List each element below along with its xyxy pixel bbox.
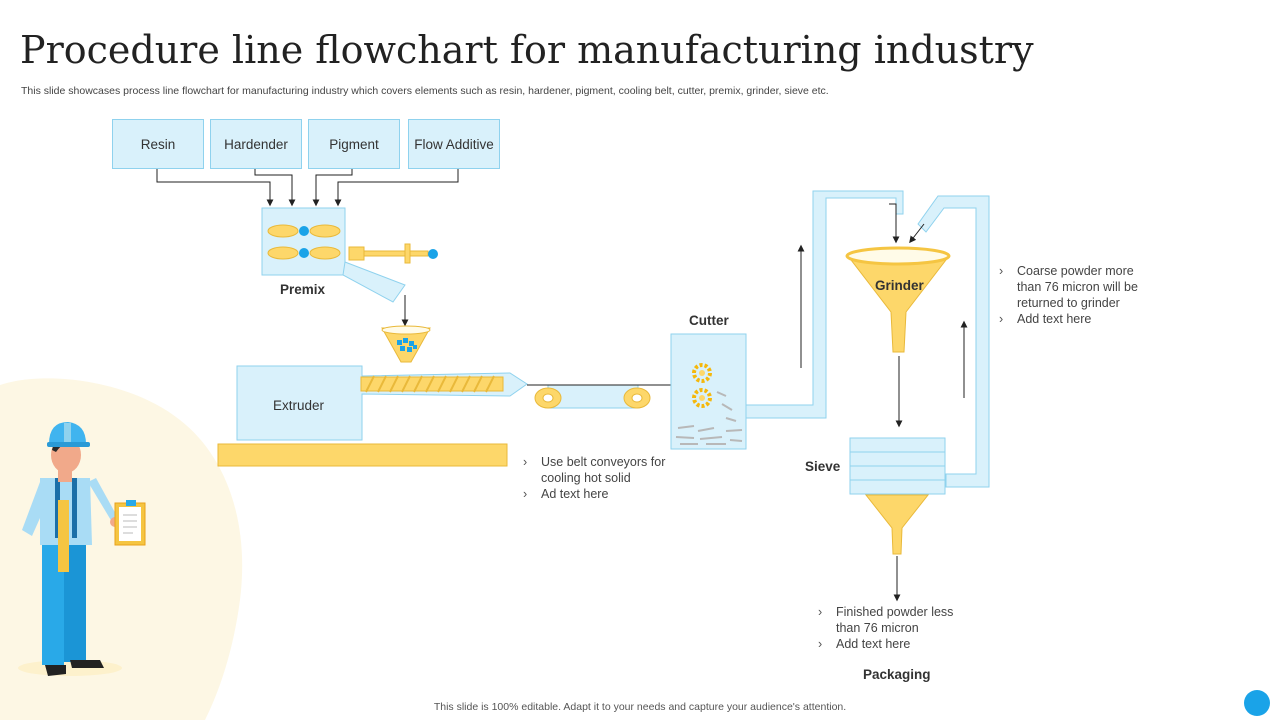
footer-note: This slide is 100% editable. Adapt it to… (433, 701, 847, 713)
input-resin: Resin (112, 119, 204, 169)
bullet-chevron-icon: › (999, 264, 1004, 278)
premix-label: Premix (280, 282, 326, 297)
list-item: › Finished powder less than 76 micron (818, 604, 973, 636)
pipe-return (917, 195, 990, 488)
bullet-chevron-icon: › (818, 637, 823, 651)
worker-illustration (18, 422, 146, 676)
extruder-label: Extruder (273, 398, 325, 413)
list-item: › Ad text here (523, 486, 683, 502)
bullet-chevron-icon: › (523, 487, 528, 501)
input-pigment: Pigment (308, 119, 400, 169)
note-text: Add text here (1017, 312, 1092, 326)
bullet-chevron-icon: › (523, 455, 528, 469)
list-item: › Use belt conveyors for cooling hot soli… (523, 454, 683, 486)
sieve-notes: › Finished powder less than 76 micron › Ad… (818, 604, 973, 652)
cooling-platform (217, 443, 508, 467)
note-text: Add text here (836, 637, 911, 651)
input-connectors (156, 168, 459, 207)
belt-notes: › Use belt conveyors for cooling hot soli… (523, 454, 683, 502)
corner-dot (1244, 690, 1270, 716)
note-text: Coarse powder more than 76 micron will b… (1017, 264, 1138, 310)
sieve-unit (849, 437, 946, 555)
bullet-chevron-icon: › (818, 605, 823, 619)
list-item: › Add text here (999, 311, 1161, 327)
bullet-chevron-icon: › (999, 312, 1004, 326)
page-subtitle: This slide showcases process line flowch… (21, 85, 829, 97)
grinder-label: Grinder (875, 278, 924, 293)
flow-arrows (797, 203, 968, 602)
grinder-funnel (845, 246, 951, 353)
belt-conveyor (527, 384, 700, 409)
packaging-label: Packaging (863, 667, 931, 682)
grinder-notes: › Coarse powder more than 76 micron will … (999, 263, 1161, 327)
page-title: Procedure line flowchart for manufacturi… (20, 28, 1034, 72)
premix-mixer (261, 207, 438, 303)
input-hardender: Hardender (210, 119, 302, 169)
list-item: › Add text here (818, 636, 973, 652)
note-text: Finished powder less than 76 micron (836, 605, 954, 635)
note-text: Ad text here (541, 487, 609, 501)
note-text: Use belt conveyors for cooling hot solid (541, 455, 666, 485)
extruder-machine (236, 325, 528, 441)
cutter-label: Cutter (689, 313, 729, 328)
pipe-to-grinder (745, 190, 904, 419)
list-item: › Coarse powder more than 76 micron will … (999, 263, 1161, 311)
cutter-machine (670, 333, 747, 450)
sieve-label: Sieve (805, 459, 841, 474)
input-flow-additive: Flow Additive (408, 119, 500, 169)
